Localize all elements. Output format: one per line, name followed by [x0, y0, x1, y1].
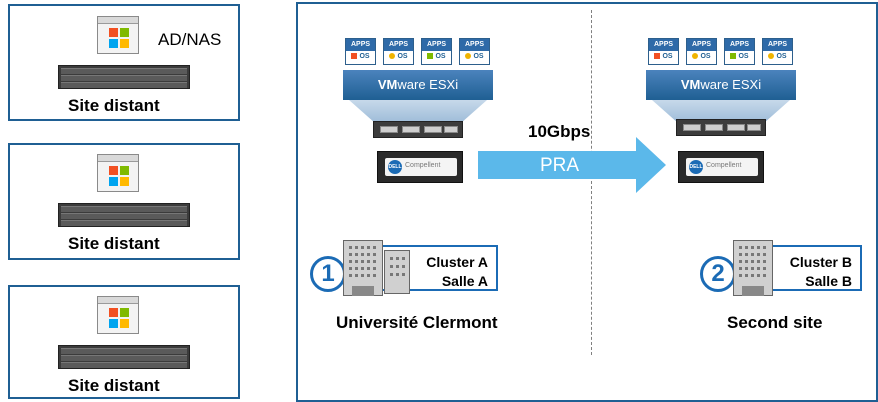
esxi-hypervisor-bar: VMware ESXi	[646, 70, 796, 100]
link-type-label: PRA	[540, 155, 580, 176]
linux-os-icon	[768, 53, 775, 60]
host-server-icon	[676, 119, 766, 136]
rack-server-icon	[58, 345, 190, 369]
windows-server-icon	[97, 16, 139, 54]
room-name: Salle A	[441, 273, 488, 289]
rack-server-icon	[58, 203, 190, 227]
cluster-name: Cluster A	[426, 254, 488, 270]
hypervisor-base	[349, 100, 487, 122]
windows-os-icon	[730, 53, 737, 60]
site-role-label: AD/NAS	[158, 30, 222, 49]
windows-server-icon	[97, 154, 139, 192]
windows-os-icon	[427, 53, 434, 60]
site-caption: Second site	[727, 313, 823, 332]
building-icon	[343, 240, 383, 296]
windows-os-icon	[351, 53, 358, 60]
site-divider	[591, 10, 592, 355]
remote-site-2: Site distant	[8, 143, 240, 260]
remote-site-3: Site distant	[8, 285, 240, 399]
link-speed-label: 10Gbps	[528, 122, 591, 141]
dell-logo: DELL	[388, 160, 402, 174]
host-server-icon	[373, 121, 463, 138]
dell-logo: DELL	[689, 160, 703, 174]
esxi-hypervisor-bar: VMware ESXi	[343, 70, 493, 100]
site-number-badge: 1	[310, 256, 346, 292]
replication-arrow-icon	[478, 137, 666, 193]
rack-server-icon	[58, 65, 190, 89]
linux-os-icon	[389, 53, 396, 60]
site-label: Site distant	[68, 234, 160, 253]
site-label: Site distant	[68, 376, 160, 395]
building-icon	[733, 240, 773, 296]
hypervisor-base	[652, 100, 790, 122]
room-name: Salle B	[805, 273, 852, 289]
building-annex-icon	[384, 250, 410, 294]
linux-os-icon	[692, 53, 699, 60]
site-caption: Université Clermont	[336, 313, 498, 332]
windows-server-icon	[97, 296, 139, 334]
windows-os-icon	[654, 53, 661, 60]
remote-site-1: AD/NAS Site distant	[8, 4, 240, 121]
site-number-badge: 2	[700, 256, 736, 292]
site-label: Site distant	[68, 96, 160, 115]
linux-os-icon	[465, 53, 472, 60]
cluster-name: Cluster B	[789, 254, 852, 270]
